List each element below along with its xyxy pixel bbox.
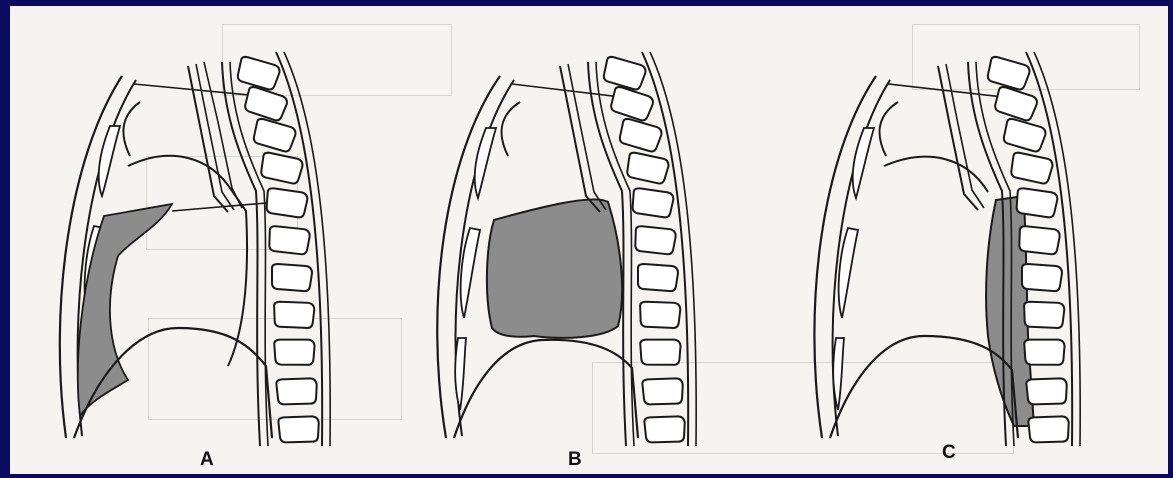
panel-label-b: B	[568, 449, 582, 471]
figure-page: A B C	[10, 6, 1168, 474]
panel-c-diagram	[814, 52, 1080, 446]
panel-label-c: C	[942, 442, 956, 464]
panel-b-diagram	[437, 52, 696, 446]
lateral-chest-diagrams	[10, 6, 1168, 474]
panel-label-a: A	[200, 449, 214, 471]
panel-a-diagram	[60, 52, 330, 446]
